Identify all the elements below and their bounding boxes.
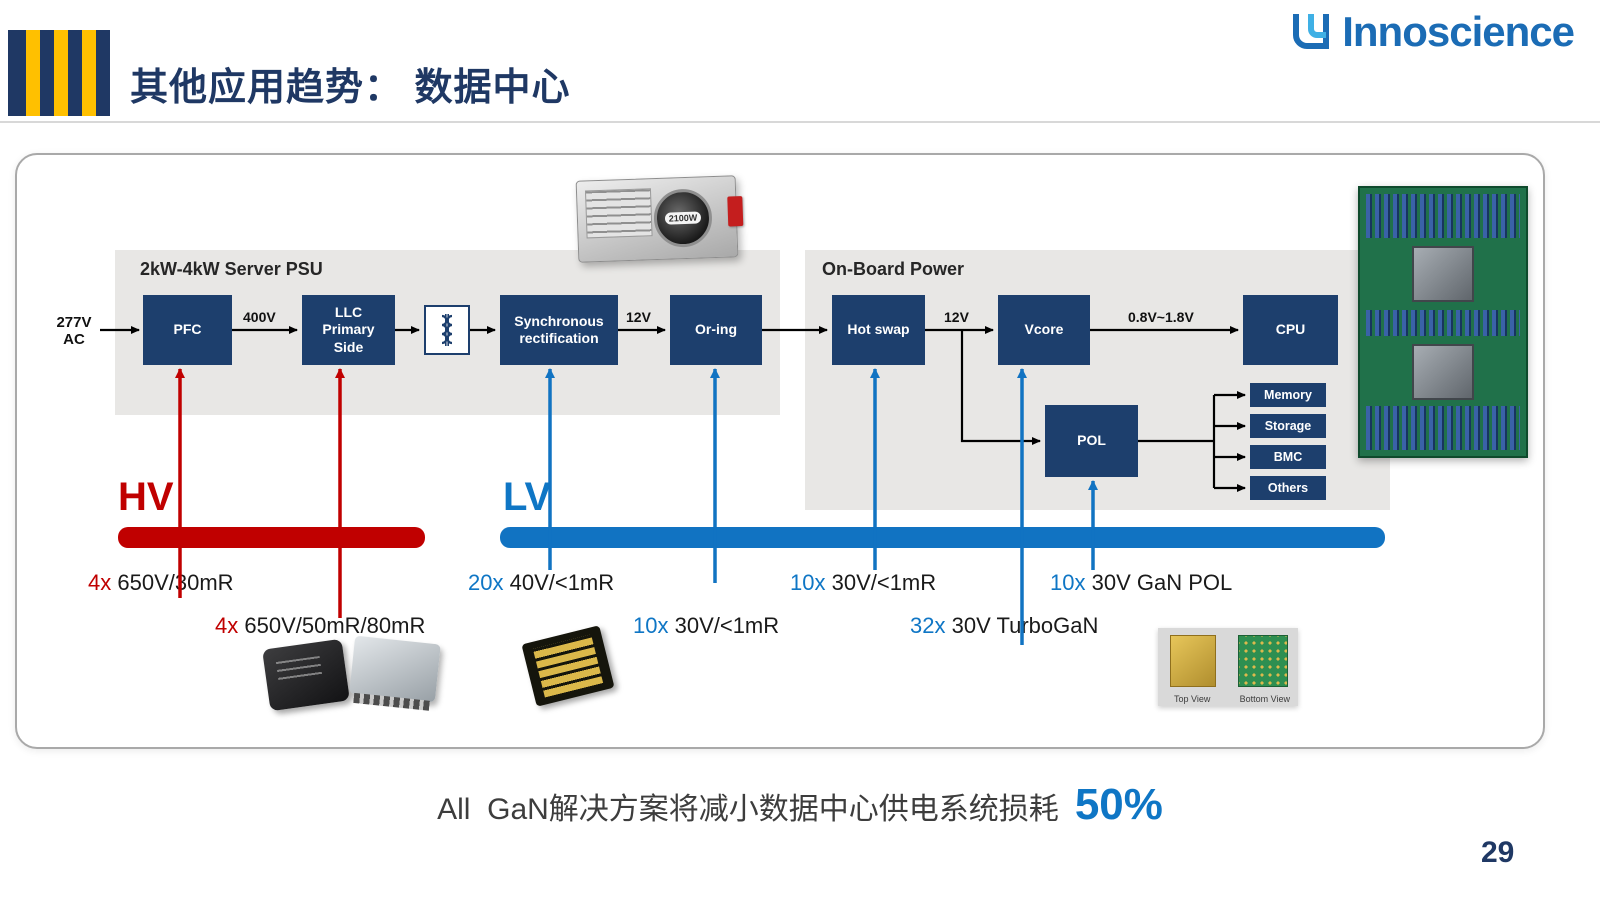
innoscience-logo-icon xyxy=(1293,14,1330,49)
input-voltage-label: 277V AC xyxy=(56,314,92,349)
psu-body: 2100W xyxy=(575,175,744,263)
psu-red-clip xyxy=(727,196,744,227)
annotation-hot-swap: 10x 30V/<1mR xyxy=(790,570,936,596)
lv-bar xyxy=(500,527,1385,548)
annotation-count: 32x xyxy=(910,613,946,638)
server-motherboard-photo xyxy=(1358,186,1528,458)
accent-stripe xyxy=(82,30,96,116)
dimm-slots xyxy=(1366,310,1520,336)
server-psu-photo: 2100W xyxy=(573,170,751,266)
edge-label-12v-onboard: 12V xyxy=(944,309,969,325)
lv-label: LV xyxy=(503,475,552,519)
accent-stripe xyxy=(54,30,68,116)
slide-accent-bars xyxy=(8,30,110,116)
edge-label-vcore-range: 0.8V~1.8V xyxy=(1128,309,1194,325)
annotation-spec: 30V/<1mR xyxy=(668,613,780,638)
psu-fan: 2100W xyxy=(652,188,713,249)
annotation-spec: 30V TurboGaN xyxy=(945,613,1099,638)
package-pins xyxy=(353,692,430,711)
annotation-spec: 30V GaN POL xyxy=(1085,570,1233,595)
gan-packages-photo xyxy=(262,635,441,718)
annotation-count: 20x xyxy=(468,570,504,595)
annotation-count: 10x xyxy=(633,613,669,638)
annotation-count: 10x xyxy=(790,570,826,595)
pol-top-view-chip xyxy=(1170,635,1216,687)
cpu-socket xyxy=(1412,246,1474,302)
annotation-count: 4x xyxy=(215,613,239,638)
hv-label: HV xyxy=(118,475,174,519)
onboard-section-label: On-Board Power xyxy=(822,259,965,279)
node-llc-primary-side: LLC Primary Side xyxy=(302,295,395,365)
conclusion-text: All GaN解决方案将减小数据中心供电系统损耗 xyxy=(437,793,1059,826)
gan-package-black xyxy=(262,638,350,712)
annotation-sync-rect: 20x 40V/<1mR xyxy=(468,570,614,596)
gan-package-silver xyxy=(349,635,441,711)
annotation-vcore: 32x 30V TurboGaN xyxy=(910,613,1098,639)
accent-stripe xyxy=(26,30,40,116)
conclusion: All GaN解决方案将减小数据中心供电系统损耗 50% xyxy=(0,780,1600,830)
node-storage: Storage xyxy=(1250,414,1326,438)
annotation-spec: 650V/30mR xyxy=(111,570,234,595)
node-pfc: PFC xyxy=(143,295,232,365)
page-number: 29 xyxy=(1481,836,1515,869)
annotation-spec: 30V/<1mR xyxy=(825,570,937,595)
annotation-spec: 40V/<1mR xyxy=(503,570,615,595)
node-hot-swap: Hot swap xyxy=(832,295,925,365)
node-cpu: CPU xyxy=(1243,295,1338,365)
annotation-count: 10x xyxy=(1050,570,1086,595)
dimm-slots xyxy=(1366,194,1520,238)
annotation-llc: 4x 650V/50mR/80mR xyxy=(215,613,425,639)
psu-wattage-label: 2100W xyxy=(664,211,702,225)
node-vcore: Vcore xyxy=(998,295,1090,365)
dimm-slots xyxy=(1366,406,1520,450)
node-or-ing: Or-ing xyxy=(670,295,762,365)
annotation-pfc: 4x 650V/30mR xyxy=(88,570,234,596)
logo: Innoscience xyxy=(1288,8,1575,56)
pol-bottom-view-chip xyxy=(1238,635,1288,687)
hv-bar xyxy=(118,527,425,548)
annotation-or-ing: 10x 30V/<1mR xyxy=(633,613,779,639)
package-marking xyxy=(275,655,323,682)
psu-label-sticker xyxy=(584,188,653,239)
node-others: Others xyxy=(1250,476,1326,500)
node-bmc: BMC xyxy=(1250,445,1326,469)
node-synchronous-rectification: Synchronous rectification xyxy=(500,295,618,365)
edge-label-12v-psu: 12V xyxy=(626,309,651,325)
die-pads xyxy=(532,634,604,698)
page-title: 其他应用趋势： 数据中心 xyxy=(130,67,571,109)
pol-module-photo: Top View Bottom View xyxy=(1158,628,1298,706)
transformer-node xyxy=(424,305,470,355)
psu-section-label: 2kW-4kW Server PSU xyxy=(140,259,323,279)
header-divider xyxy=(0,121,1600,123)
node-pol: POL xyxy=(1045,405,1138,477)
logo-text: Innoscience xyxy=(1342,8,1575,55)
annotation-spec: 650V/50mR/80mR xyxy=(238,613,426,638)
top-view-label: Top View xyxy=(1174,694,1211,704)
edge-label-400v: 400V xyxy=(243,309,276,325)
annotation-count: 4x xyxy=(88,570,112,595)
annotation-pol: 10x 30V GaN POL xyxy=(1050,570,1232,596)
conclusion-highlight: 50% xyxy=(1074,780,1163,829)
bottom-view-label: Bottom View xyxy=(1239,694,1290,704)
node-memory: Memory xyxy=(1250,383,1326,407)
transformer-icon xyxy=(441,314,453,346)
cpu-socket xyxy=(1412,344,1474,400)
